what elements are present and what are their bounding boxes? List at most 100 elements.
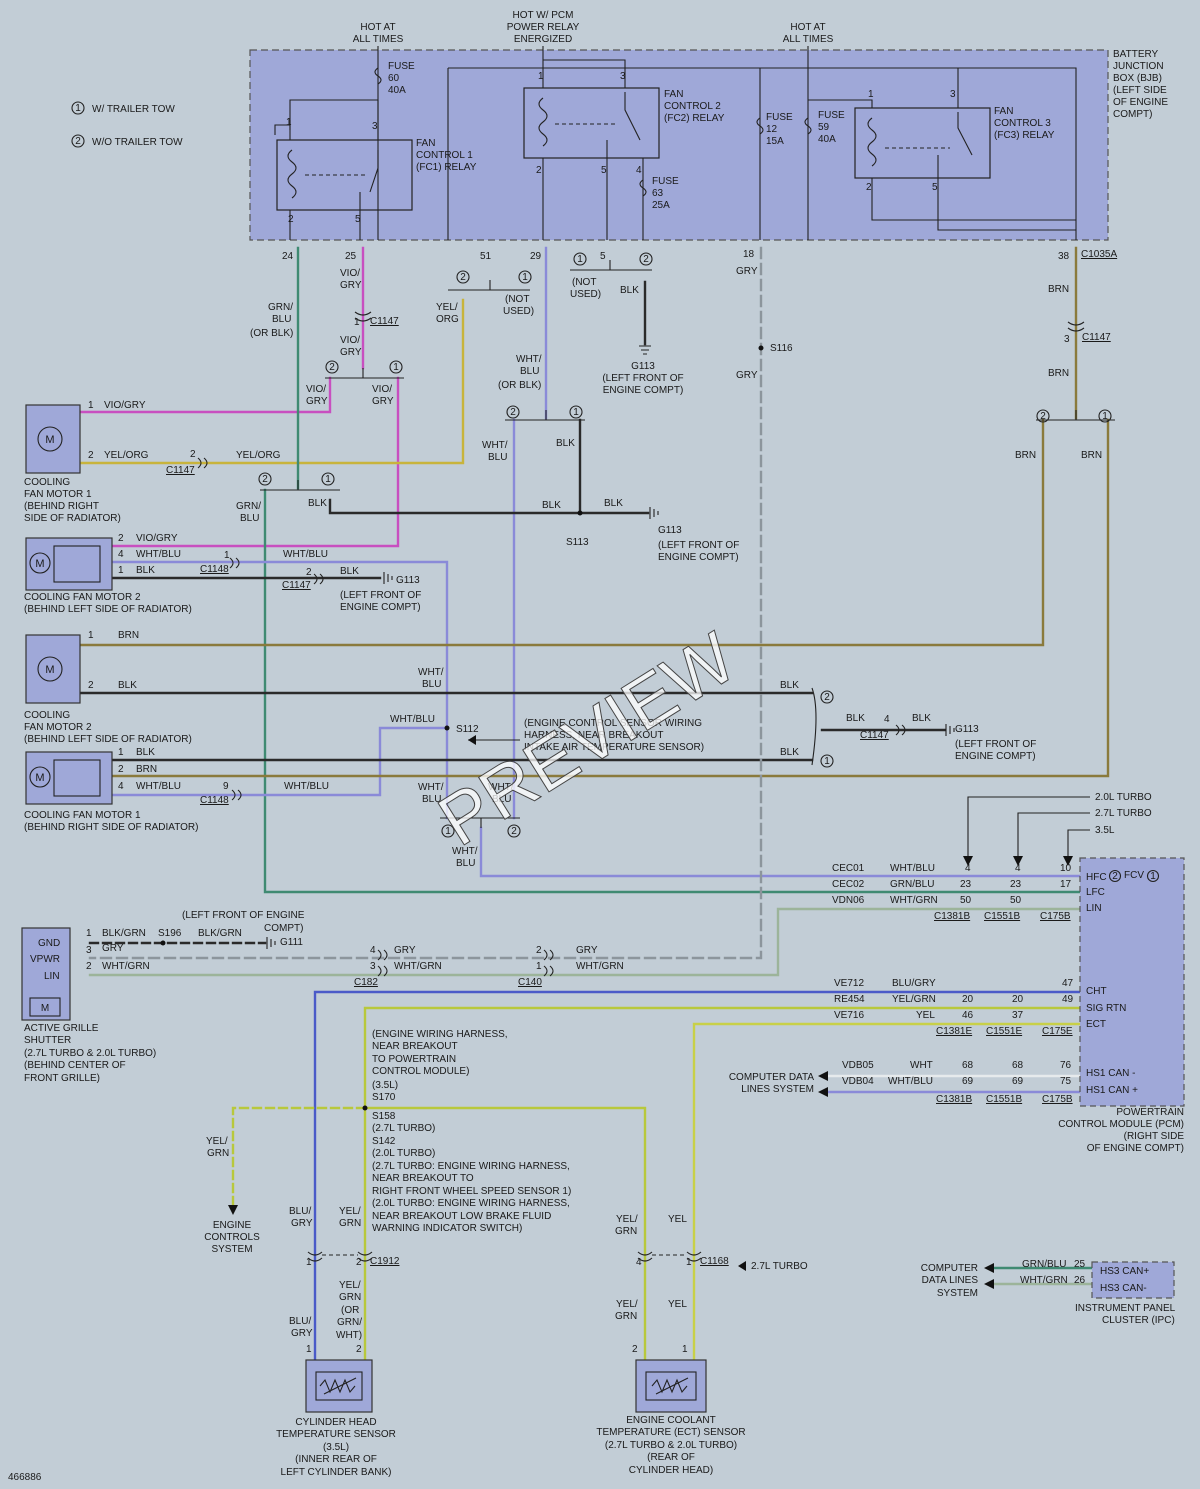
svg-text:INSTRUMENT PANEL: INSTRUMENT PANEL <box>1075 1303 1176 1314</box>
svg-text:ENGINE COMPT): ENGINE COMPT) <box>658 552 739 563</box>
svg-text:NEAR BREAKOUT LOW BRAKE FLUID: NEAR BREAKOUT LOW BRAKE FLUID <box>372 1211 551 1222</box>
svg-text:BLU: BLU <box>492 794 511 805</box>
svg-text:BOX (BJB): BOX (BJB) <box>1113 73 1162 84</box>
svg-text:2: 2 <box>356 1344 362 1355</box>
svg-text:4: 4 <box>118 781 124 792</box>
svg-text:(FC3) RELAY: (FC3) RELAY <box>994 130 1055 141</box>
svg-text:FUSE: FUSE <box>766 112 793 123</box>
svg-text:ENGINE COOLANT: ENGINE COOLANT <box>626 1415 715 1426</box>
svg-text:M: M <box>45 664 54 676</box>
fuse-63: FUSE 63 25A <box>652 176 679 211</box>
splice-note: (ENGINE WIRING HARNESS, NEAR BREAKOUT TO… <box>372 1029 571 1234</box>
svg-text:3.5L: 3.5L <box>1095 825 1115 836</box>
ipc-wire-labels: GRN/BLU 25 WHT/GRN 26 <box>1020 1259 1086 1286</box>
option-brackets <box>260 260 1115 828</box>
svg-text:S142: S142 <box>372 1136 396 1147</box>
svg-text:CONTROL 3: CONTROL 3 <box>994 118 1051 129</box>
svg-text:YEL: YEL <box>668 1214 687 1225</box>
svg-text:60: 60 <box>388 73 400 84</box>
svg-text:(OR BLK): (OR BLK) <box>250 328 293 339</box>
hot-at-all-times-1b: ALL TIMES <box>353 34 404 45</box>
wire-blu-gry <box>313 990 1082 1362</box>
svg-text:(FC1) RELAY: (FC1) RELAY <box>416 162 477 173</box>
svg-text:CYLINDER HEAD): CYLINDER HEAD) <box>629 1465 713 1476</box>
motor-1b-label: COOLING FAN MOTOR 1 (BEHIND RIGHT SIDE O… <box>24 810 198 833</box>
svg-text:2: 2 <box>118 764 124 775</box>
hot-at-all-times-1: HOT AT <box>360 22 395 33</box>
svg-text:1: 1 <box>1150 871 1156 882</box>
pcm-circuit-table: CEC01 WHT/BLU 4 4 10 CEC02 GRN/BLU 23 23… <box>832 863 1074 1105</box>
svg-text:GRY: GRY <box>576 945 598 956</box>
fc1-relay-internal <box>287 149 379 210</box>
svg-text:(BEHIND LEFT SIDE OF RADIATOR): (BEHIND LEFT SIDE OF RADIATOR) <box>24 734 192 745</box>
svg-text:ENGINE: ENGINE <box>213 1220 252 1231</box>
fc3-pin-2: 2 <box>866 182 872 193</box>
svg-text:1: 1 <box>577 254 583 265</box>
svg-text:BLK: BLK <box>136 747 155 758</box>
svg-text:2: 2 <box>511 826 517 837</box>
svg-text:USED): USED) <box>570 289 601 300</box>
svg-text:ACTIVE GRILLE: ACTIVE GRILLE <box>24 1023 99 1034</box>
svg-text:BATTERY: BATTERY <box>1113 49 1159 60</box>
svg-text:1: 1 <box>325 474 331 485</box>
svg-text:(LEFT FRONT OF: (LEFT FRONT OF <box>602 373 683 384</box>
ect-sensor-label: ENGINE COOLANT TEMPERATURE (ECT) SENSOR … <box>596 1415 745 1476</box>
active-grille-shutter: GND VPWR LIN M <box>21 927 71 1021</box>
svg-text:75: 75 <box>1060 1076 1072 1087</box>
svg-text:GRN: GRN <box>339 1292 361 1303</box>
variant-leaders <box>468 739 1090 860</box>
svg-text:LINES SYSTEM: LINES SYSTEM <box>741 1084 814 1095</box>
svg-text:YEL/GRN: YEL/GRN <box>892 994 936 1005</box>
c1035a-label: C1035A <box>1081 249 1117 260</box>
fc3-pin-3: 3 <box>950 89 956 100</box>
svg-text:BRN: BRN <box>118 630 139 641</box>
svg-text:68: 68 <box>1012 1060 1024 1071</box>
fc3-pin-5: 5 <box>932 182 938 193</box>
svg-text:C1168: C1168 <box>700 1256 729 1267</box>
svg-text:COMPUTER: COMPUTER <box>921 1263 978 1274</box>
cooling-fan-motor-2-top: M <box>25 537 113 591</box>
svg-text:(REAR OF: (REAR OF <box>647 1452 695 1463</box>
svg-text:BLK: BLK <box>620 285 639 296</box>
svg-text:RE454: RE454 <box>834 994 865 1005</box>
fc2-pin-5: 5 <box>601 165 607 176</box>
variant-labels: 2.0L TURBO 2.7L TURBO 3.5L <box>1095 792 1152 836</box>
svg-text:1: 1 <box>88 630 94 641</box>
svg-text:GRY: GRY <box>736 370 758 381</box>
svg-text:(LEFT SIDE: (LEFT SIDE <box>1113 85 1167 96</box>
svg-text:WHT/BLU: WHT/BLU <box>390 714 435 725</box>
svg-text:GRY: GRY <box>394 945 416 956</box>
cooling-fan-motor-1-top: M <box>25 404 81 474</box>
svg-text:VDN06: VDN06 <box>832 895 865 906</box>
svg-text:2: 2 <box>190 449 196 460</box>
svg-text:WHT/: WHT/ <box>482 440 508 451</box>
svg-text:76: 76 <box>1060 1060 1072 1071</box>
svg-text:BLK: BLK <box>308 498 327 509</box>
ground-symbols <box>266 345 955 949</box>
wire-yel-grn <box>231 1006 1082 1362</box>
grille-label: ACTIVE GRILLE SHUTTER (2.7L TURBO & 2.0L… <box>24 1023 156 1084</box>
svg-text:BLK/GRN: BLK/GRN <box>102 928 146 939</box>
svg-text:(BEHIND RIGHT SIDE OF RADIATOR: (BEHIND RIGHT SIDE OF RADIATOR) <box>24 822 198 833</box>
svg-text:(RIGHT SIDE: (RIGHT SIDE <box>1124 1131 1185 1142</box>
svg-text:BLK: BLK <box>912 713 931 724</box>
svg-text:COMPT): COMPT) <box>1113 109 1152 120</box>
svg-text:1: 1 <box>1102 411 1108 422</box>
svg-text:(3.5L): (3.5L) <box>323 1442 349 1453</box>
motor-1a-label: COOLING FAN MOTOR 1 (BEHIND RIGHT SIDE O… <box>24 477 121 524</box>
svg-text:50: 50 <box>960 895 972 906</box>
svg-text:TEMPERATURE SENSOR: TEMPERATURE SENSOR <box>276 1429 396 1440</box>
svg-text:SIG RTN: SIG RTN <box>1086 1003 1126 1014</box>
svg-text:DATA LINES: DATA LINES <box>922 1275 979 1286</box>
wire-yel <box>692 1022 1082 1362</box>
svg-text:BRN: BRN <box>1048 284 1069 295</box>
svg-text:2: 2 <box>88 450 94 461</box>
svg-text:C1551B: C1551B <box>986 1094 1022 1105</box>
svg-text:C175B: C175B <box>1040 911 1071 922</box>
bjb-internal-wiring <box>274 46 1077 240</box>
svg-text:2: 2 <box>536 945 542 956</box>
svg-text:2.0L TURBO: 2.0L TURBO <box>1095 792 1152 803</box>
svg-text:SYSTEM: SYSTEM <box>937 1288 978 1299</box>
svg-text:GRY: GRY <box>102 943 124 954</box>
motor-2b-label: COOLING FAN MOTOR 2 (BEHIND LEFT SIDE OF… <box>24 710 192 745</box>
